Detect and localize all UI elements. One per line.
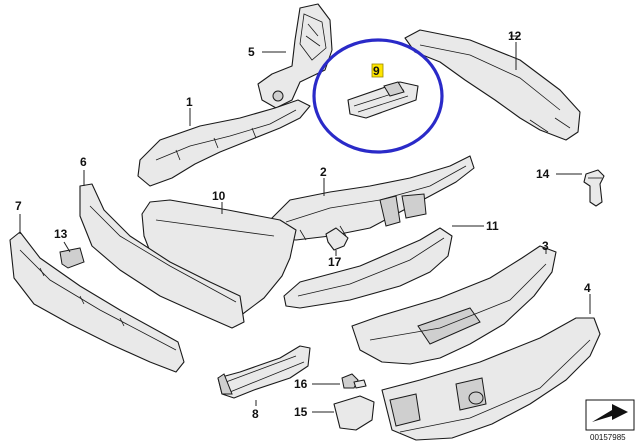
callout-8[interactable]: 8: [252, 407, 259, 421]
part-4-switch-cover: [381, 317, 601, 441]
callout-12[interactable]: 12: [508, 29, 522, 43]
callout-16[interactable]: 16: [294, 377, 308, 391]
part-14-rivet: [583, 169, 605, 207]
part-3-side-cover: [351, 245, 557, 365]
part-2-mechanism-frame: [267, 155, 475, 241]
part-13-clip: [59, 247, 85, 269]
callout-11[interactable]: 11: [486, 219, 499, 233]
callout-15[interactable]: 15: [294, 405, 308, 419]
leader-lines: [19, 35, 591, 413]
part-17-pin: [325, 227, 349, 251]
part-1-frame-rail: [137, 99, 311, 187]
callout-9[interactable]: 9: [373, 64, 380, 78]
callout-1[interactable]: 1: [186, 95, 193, 109]
callout-9-highlight: [371, 63, 384, 78]
part-5-backrest-bracket: [257, 3, 333, 109]
callout-13[interactable]: 13: [54, 227, 68, 241]
part-6-front-trim: [79, 183, 245, 329]
part-7-bottom-trim: [9, 231, 185, 373]
callout-14[interactable]: 14: [536, 167, 550, 181]
callout-3[interactable]: 3: [542, 239, 549, 253]
callout-17[interactable]: 17: [328, 255, 342, 269]
callout-6[interactable]: 6: [80, 155, 87, 169]
callout-10[interactable]: 10: [212, 189, 226, 203]
part-9-slider: [347, 81, 419, 119]
callout-2[interactable]: 2: [320, 165, 327, 179]
callout-7[interactable]: 7: [15, 199, 22, 213]
part-15-cap: [333, 395, 375, 431]
part-8-channel: [217, 345, 311, 399]
arrow-icon: [592, 404, 628, 422]
doc-number-box: [585, 399, 635, 431]
callout-5[interactable]: 5: [248, 45, 255, 59]
part-11-lower-cover: [283, 227, 453, 309]
highlight-circle: [312, 38, 444, 154]
part-12-side-trim: [404, 29, 581, 141]
document-number: 00157985: [590, 433, 626, 442]
callout-4[interactable]: 4: [584, 281, 591, 295]
part-16-bolt: [341, 373, 367, 389]
